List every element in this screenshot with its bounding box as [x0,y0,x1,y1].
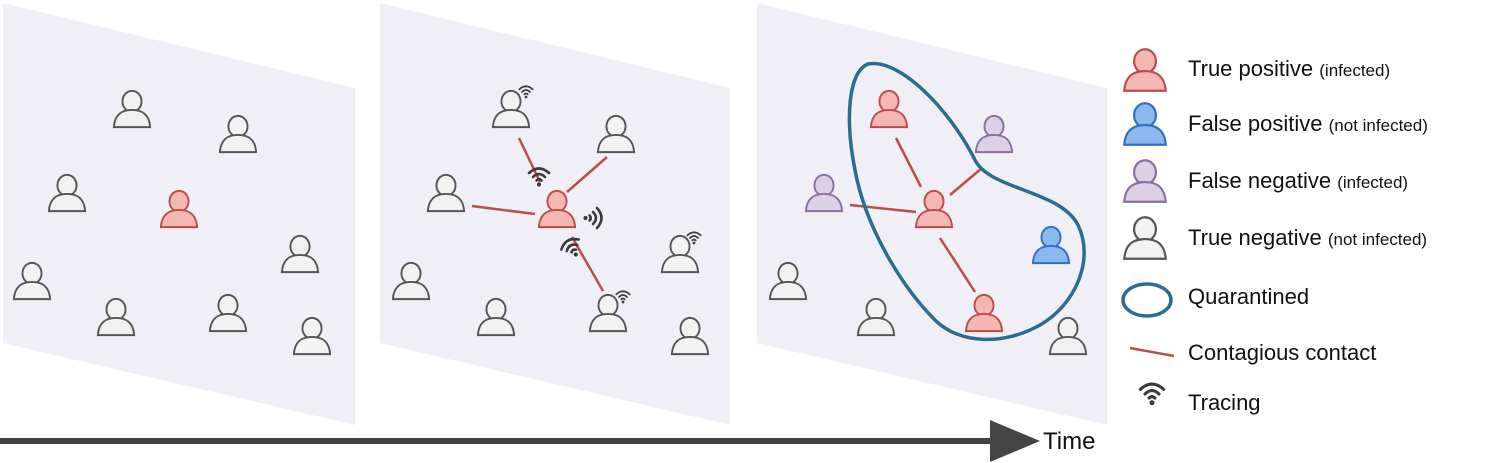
legend-note: (not infected) [1328,116,1428,135]
legend-note: (infected) [1319,61,1391,80]
wifi-icon [1138,382,1166,407]
false-negative-person-icon [1123,159,1167,203]
time-arrow-head [990,420,1040,462]
legend-label: False negative [1188,168,1332,193]
legend-label: Contagious contact [1188,340,1377,365]
false-positive-person-icon [1123,102,1167,146]
panel-3-contacts [849,137,983,293]
time-label: Time [1043,428,1096,455]
legend-label: Tracing [1188,390,1261,415]
legend-note: (infected) [1337,173,1409,192]
quarantine-boundary [847,61,1086,342]
legend-label: True positive [1188,56,1314,81]
contact-line-icon [1129,346,1175,358]
legend-label: True negative [1188,225,1322,250]
legend-note: (not infected) [1327,230,1428,249]
true-positive-person-icon [1123,48,1167,92]
legend-label: Quarantined [1188,284,1310,309]
true-negative-person-icon [1123,216,1167,260]
quarantine-icon [1121,282,1173,318]
legend-label: False positive [1188,111,1323,136]
